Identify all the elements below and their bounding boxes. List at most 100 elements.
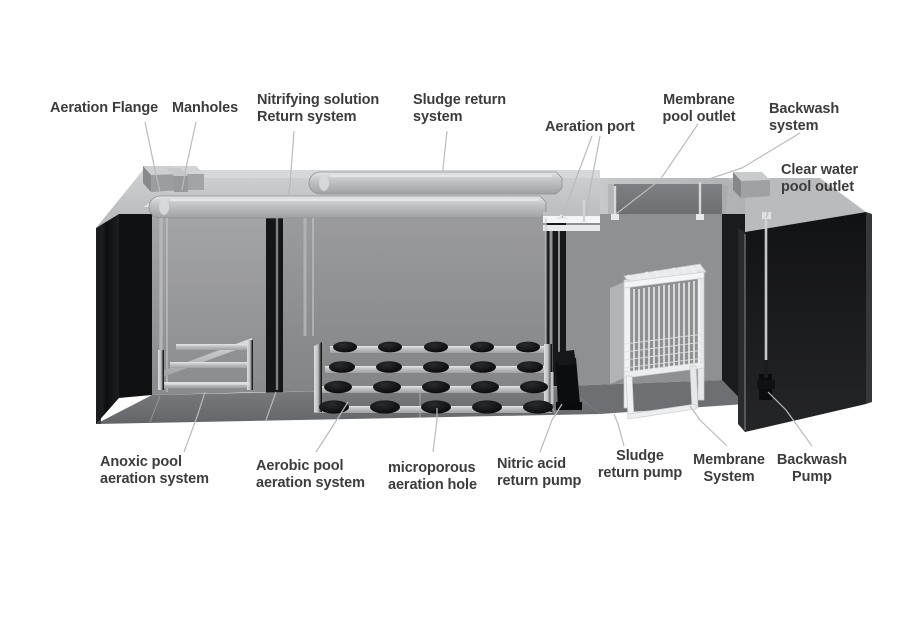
label-sludge-return-pump: Sludge return pump — [597, 448, 683, 481]
anoxic-pipe-right-riser — [247, 340, 253, 390]
anoxic-pool-aeration-system — [158, 338, 253, 390]
clearwater-wall-front — [745, 212, 866, 432]
clear-water-pool-section — [728, 172, 872, 432]
membrane-outlet-collar — [611, 214, 619, 220]
top-pipe-systems — [148, 171, 563, 219]
label-manholes: Manholes — [172, 100, 239, 116]
label-anoxic-pool-aeration: Anoxic pool aeration system — [100, 454, 209, 487]
leader-manholes — [181, 121, 197, 191]
aerobic-back-wall — [283, 214, 546, 392]
leader-aeration-port-a — [561, 135, 593, 219]
leader-anoxic-aeration — [183, 391, 206, 453]
leader-microporous — [432, 408, 438, 453]
label-backwash-pump: Backwash Pump — [776, 452, 848, 485]
membrane-pool-rim-right — [722, 184, 728, 216]
aeration-disc — [376, 361, 402, 373]
aeration-port-plate-2 — [543, 225, 600, 231]
aeration-disc — [472, 400, 502, 414]
leader-membrane-outlet — [615, 123, 699, 215]
tank-cutaway-wall-left — [119, 214, 152, 398]
tank-left-wall-front — [96, 228, 101, 424]
manhole-assembly — [166, 166, 204, 192]
label-nitric-acid-pump: Nitric acid return pump — [497, 456, 582, 489]
aeration-port-plate-1 — [543, 216, 600, 223]
backwash-box-left — [733, 172, 741, 198]
label-clear-water-outlet: Clear water pool outlet — [781, 162, 859, 195]
leader-backwash-system — [699, 132, 801, 183]
divider-wall-1 — [266, 214, 283, 392]
nitric-pump-base — [556, 402, 582, 410]
aeration-disc — [373, 380, 401, 394]
aeration-disc — [324, 380, 352, 394]
label-microporous-hole: microporous aeration hole — [388, 460, 477, 493]
anoxic-lateral-1 — [176, 344, 252, 350]
membrane-rack-back-panel — [610, 282, 624, 384]
sludge-return-endcap — [319, 175, 329, 191]
leader-lines-bottom — [183, 391, 813, 453]
aeration-disc — [378, 341, 402, 353]
aeration-disc — [422, 380, 450, 394]
anoxic-pipe-left-riser — [158, 350, 164, 390]
membrane-pool-recess — [614, 184, 722, 218]
nitric-acid-return-pump — [550, 350, 582, 410]
aerobic-manifold-right — [544, 344, 552, 412]
leader-aerobic-aeration — [315, 401, 349, 453]
label-membrane-pool-outlet: Membrane pool outlet — [662, 92, 736, 125]
backwash-box-top — [733, 172, 770, 181]
clearwater-wall-right-edge — [866, 212, 872, 404]
leader-nitrifying — [287, 130, 295, 197]
aerobic-pool-aeration-system — [314, 341, 553, 414]
membrane-diffuser-grid — [623, 333, 705, 369]
membrane-sheets — [628, 281, 700, 372]
leader-nitric-acid-pump — [539, 403, 563, 453]
aeration-disc — [319, 400, 349, 414]
aeration-disc — [470, 341, 494, 353]
aeration-disc — [370, 400, 400, 414]
membrane-system-rack — [610, 263, 707, 420]
nitric-pump-motor — [558, 350, 576, 366]
floor-seam-4 — [149, 395, 161, 423]
aeration-flange-box-left — [143, 166, 151, 192]
leader-sludge-return-pump — [613, 413, 625, 447]
aeration-disc — [523, 400, 553, 414]
manhole-box-2-top — [166, 168, 188, 176]
outlet-risers — [611, 182, 704, 220]
nitric-pump-body — [556, 358, 580, 410]
membrane-pool-rim-left — [608, 184, 614, 218]
sludge-return-pipe — [308, 171, 563, 195]
aeration-port-bar — [543, 212, 600, 216]
aeration-flange-box-front — [151, 174, 180, 192]
leader-membrane-system — [689, 405, 728, 447]
label-aeration-flange: Aeration Flange — [50, 100, 159, 116]
leader-aeration-port-b — [585, 135, 601, 217]
aeration-disc — [470, 361, 496, 373]
aeration-disc — [424, 341, 448, 353]
aerobic-manifold-left — [314, 342, 322, 412]
manhole-box-2-front — [174, 176, 188, 192]
nitrifying-return-endcap — [159, 199, 169, 215]
aeration-disc — [333, 341, 357, 353]
anoxic-lateral-3 — [163, 382, 252, 388]
aeration-disc — [471, 380, 499, 394]
backwash-box-front — [741, 180, 770, 198]
anoxic-lateral-2 — [170, 362, 252, 368]
aeration-disc — [517, 361, 543, 373]
label-backwash-system: Backwash system — [769, 101, 840, 134]
aeration-disc — [516, 341, 540, 353]
label-aeration-port: Aeration port — [545, 119, 635, 135]
label-nitrifying-return: Nitrifying solution Return system — [257, 92, 380, 125]
label-sludge-return: Sludge return system — [413, 92, 506, 125]
aeration-disc — [421, 400, 451, 414]
microporous-aeration-discs — [319, 341, 553, 414]
leader-clear-water-outlet — [765, 177, 787, 219]
aeration-disc — [520, 380, 548, 394]
backwash-collar — [696, 214, 704, 220]
label-aerobic-pool-aeration: Aerobic pool aeration system — [256, 458, 365, 491]
aeration-disc — [423, 361, 449, 373]
label-membrane-system: Membrane System — [693, 452, 765, 485]
leader-lines-top — [144, 121, 801, 219]
membrane-rack-leg-right — [689, 365, 699, 409]
leader-aeration-flange — [144, 121, 161, 193]
